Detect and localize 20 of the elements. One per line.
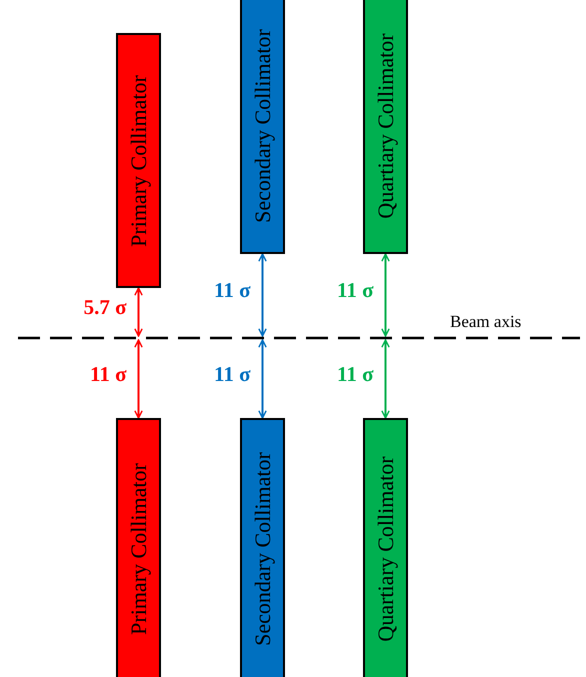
collimator-label: Secondary Collimator — [252, 452, 274, 646]
collimator-block — [116, 33, 161, 288]
beam-axis-line — [18, 336, 580, 340]
double-arrow — [381, 339, 390, 419]
collimator-label: Primary Collimator — [128, 463, 150, 635]
collimator-block — [363, 418, 408, 677]
collimator-label: Quartiary Collimator — [374, 456, 396, 642]
collimator-label: Quartiary Collimator — [374, 33, 396, 219]
axis-label: Beam axis — [450, 312, 522, 332]
double-arrow — [134, 339, 143, 419]
double-arrow — [381, 253, 390, 337]
collimator-block — [240, 0, 285, 254]
collimator-label: Primary Collimator — [128, 74, 150, 246]
collimator-block — [116, 418, 161, 677]
collimator-block — [240, 418, 285, 677]
double-arrow — [258, 339, 267, 419]
collimator-label: Secondary Collimator — [252, 29, 274, 223]
double-arrow — [258, 253, 267, 337]
collimator-block — [363, 0, 408, 254]
double-arrow — [134, 287, 143, 337]
